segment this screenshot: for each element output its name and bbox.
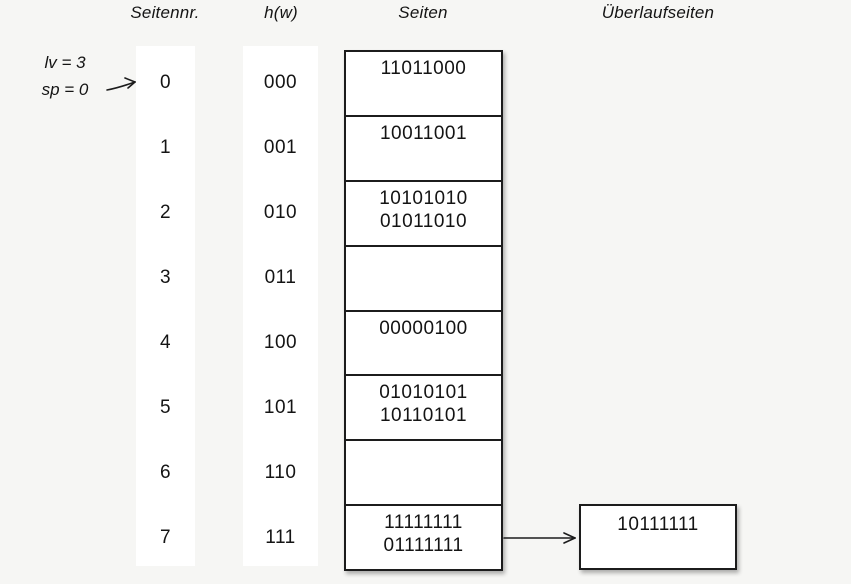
entry-line: 10101010: [379, 187, 468, 209]
column-header-pages: Seiten: [398, 3, 448, 22]
level-value: lv = 3: [44, 53, 86, 72]
state-annotation: lv = 3 sp = 0: [28, 49, 102, 103]
hash-value: 011: [264, 266, 297, 288]
hash-value: 110: [264, 461, 297, 483]
page-cell: [346, 247, 501, 312]
entry-line: 11011000: [380, 58, 467, 79]
entry-line: 01010101: [379, 382, 468, 404]
page-number: 0: [159, 71, 172, 93]
hash-value: 111: [265, 526, 296, 548]
page-cell: 11011000: [346, 52, 501, 117]
entry-line: 01111111: [383, 535, 464, 557]
page-number: 4: [159, 331, 172, 353]
page-number-column-background: [136, 46, 195, 566]
hash-value: 100: [263, 331, 298, 353]
page-cell: 01010101 10110101: [346, 376, 501, 442]
page-cell: [346, 441, 501, 507]
page-number: 2: [159, 201, 172, 223]
entry-line: 10111111: [617, 514, 699, 535]
page-number: 3: [159, 266, 172, 288]
hash-value: 101: [263, 396, 298, 418]
page-number: 5: [159, 396, 172, 418]
page-cell: 10011001: [346, 117, 501, 182]
column-header-overflow-pages: Überlaufseiten: [601, 3, 715, 22]
entry-line: 11111111: [384, 512, 463, 534]
column-header-page-number: Seitennr.: [130, 3, 200, 22]
entry-line: 00000100: [379, 317, 468, 339]
page-number: 6: [159, 461, 172, 483]
pages-box: 11011000 10011001 10101010 01011010 0000…: [344, 50, 503, 571]
entry-line: 10110101: [379, 405, 468, 427]
column-header-hash-function: h(w): [264, 3, 298, 22]
entry-line: 10011001: [379, 122, 468, 144]
page-number-column: 0 1 2 3 4 5 6 7: [136, 50, 195, 570]
arrow-right-icon: [503, 532, 576, 544]
split-pointer-value: sp = 0: [41, 80, 89, 99]
hash-value-column: 000 001 010 011 100 101 110 111: [243, 50, 318, 570]
arrow-up-right-icon: [106, 77, 136, 91]
hash-value: 000: [263, 71, 298, 93]
overflow-page-box: 10111111: [579, 504, 737, 570]
page-number: 7: [159, 526, 172, 548]
hash-column-background: [243, 46, 318, 566]
page-cell: 10101010 01011010: [346, 182, 501, 247]
hash-value: 010: [263, 201, 298, 223]
entry-line: 01011010: [379, 210, 468, 232]
page-number: 1: [159, 136, 172, 158]
page-cell: 11111111 01111111: [346, 506, 501, 569]
hash-value: 001: [263, 136, 298, 158]
page-cell: 00000100: [346, 312, 501, 377]
